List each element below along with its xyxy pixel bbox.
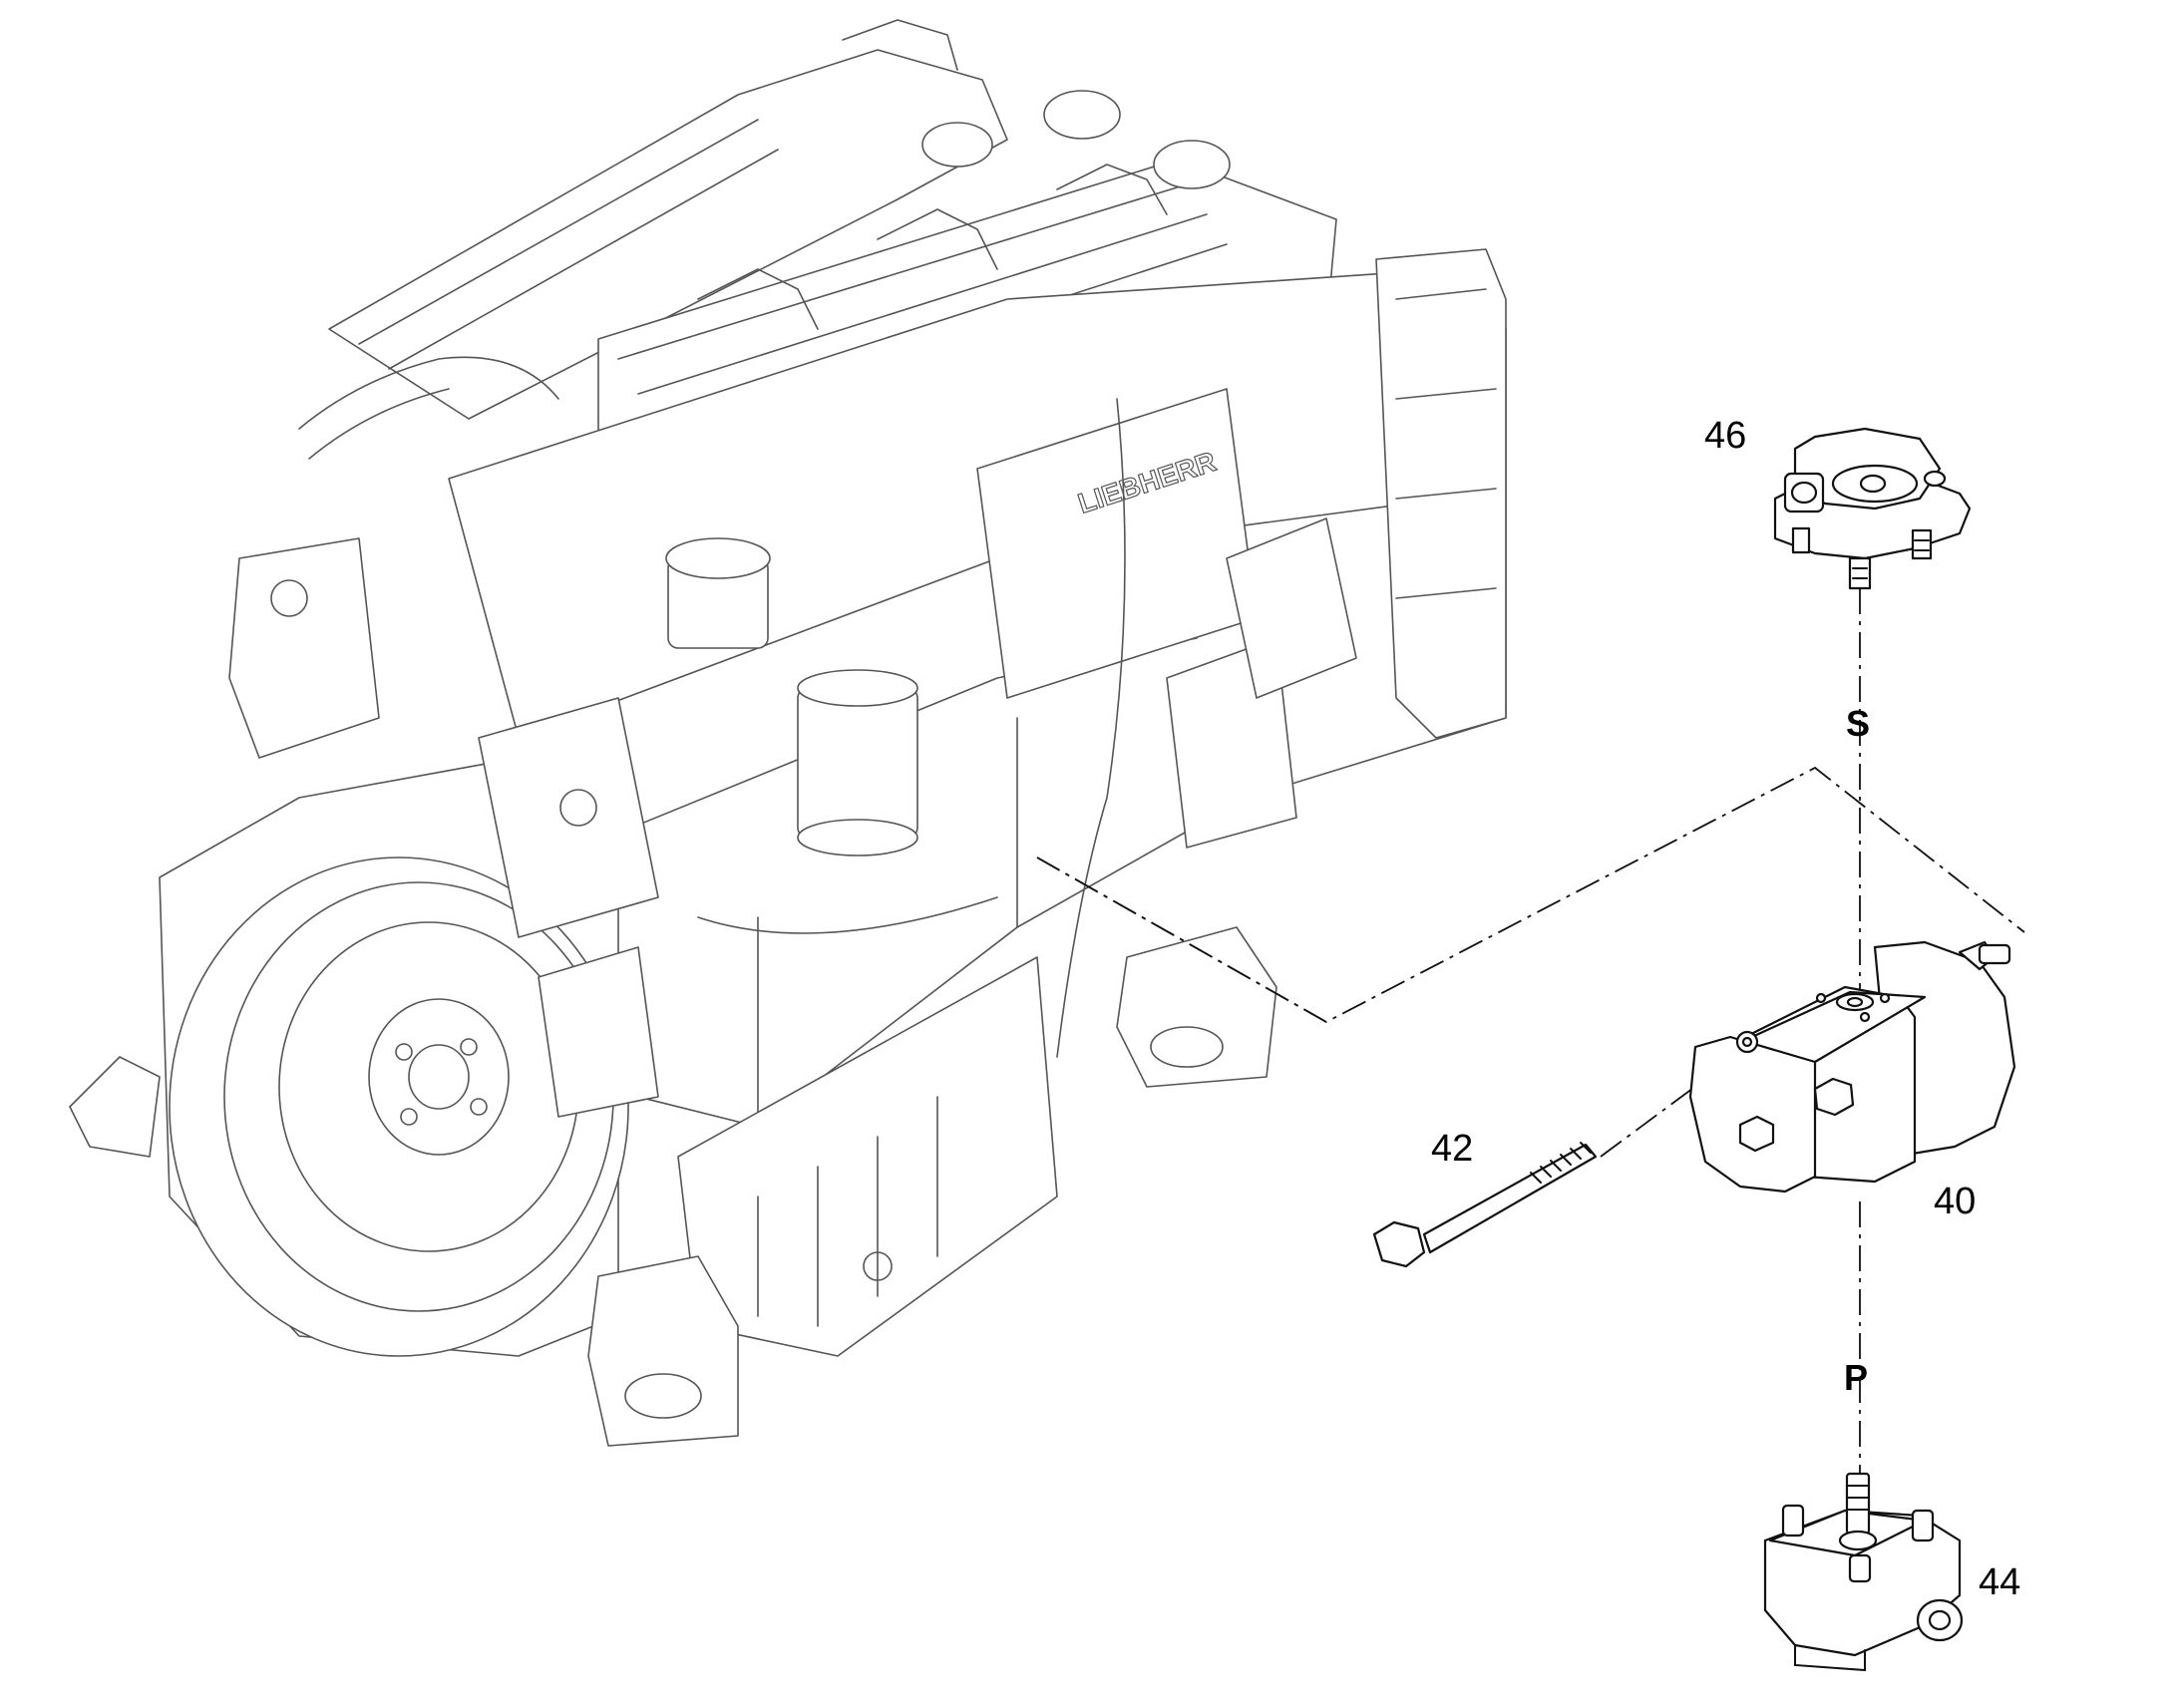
gear-pump-part-40	[1688, 940, 2016, 1194]
suction-label: S	[1846, 703, 1871, 744]
callout-44: 44	[1979, 1561, 2021, 1603]
callout-42: 42	[1431, 1128, 1474, 1170]
pressure-label: P	[1844, 1357, 1869, 1398]
callout-40: 40	[1934, 1181, 1977, 1222]
bolt-part-42	[1372, 1142, 1598, 1268]
engine-assembly	[69, 19, 1507, 1447]
suction-flange-part-46	[1773, 427, 1972, 590]
callout-46: 46	[1704, 415, 1747, 457]
pressure-flange-part-44	[1763, 1472, 1964, 1672]
